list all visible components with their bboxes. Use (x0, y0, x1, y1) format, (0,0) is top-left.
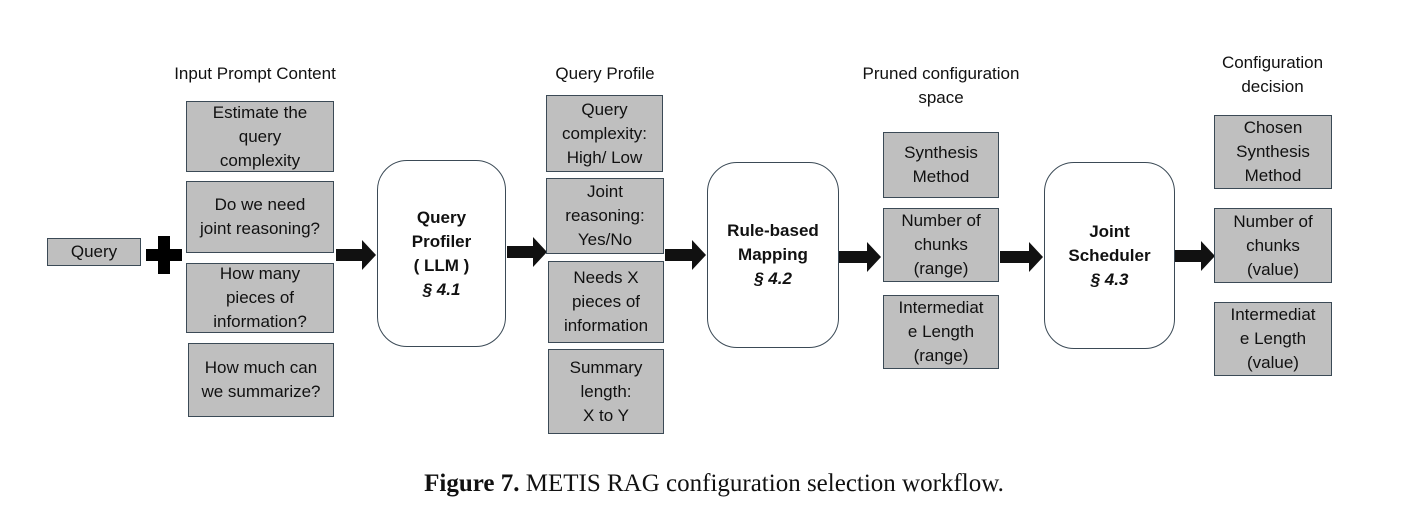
config-decision-heading: Configuration decision (1221, 53, 1324, 96)
input-prompt-item: Estimate the query complexity (186, 101, 334, 172)
query-profile-item: Needs X pieces of information (548, 261, 664, 343)
query-box: Query (47, 238, 141, 266)
arrow-right-icon (507, 237, 547, 267)
pruned-space-item: Number of chunks (range) (883, 208, 999, 282)
input-prompt-item: Do we need joint reasoning? (186, 181, 334, 253)
pruned-space-item: Synthesis Method (883, 132, 999, 198)
pruned-space-heading: Pruned configuration space (862, 64, 1020, 107)
pruned-space-item: Intermediat e Length (range) (883, 295, 999, 369)
caption-text: METIS RAG configuration selection workfl… (519, 470, 1004, 497)
section-ref: § 4.2 (754, 269, 792, 288)
stage-title: Query Profiler ( LLM ) (411, 207, 472, 275)
config-decision-item: Chosen Synthesis Method (1214, 115, 1332, 189)
arrow-right-icon (1175, 241, 1215, 271)
arrow-right-icon (665, 240, 706, 270)
query-profile-item: Summary length: X to Y (548, 349, 664, 434)
query-profile-item: Query complexity: High/ Low (546, 95, 663, 172)
query-profiler-stage: Query Profiler ( LLM ) § 4.1 (377, 160, 506, 347)
input-prompt-item: How many pieces of information? (186, 263, 334, 333)
stage-title: Joint Scheduler (1068, 221, 1151, 265)
config-decision-item: Intermediat e Length (value) (1214, 302, 1332, 376)
section-ref: § 4.3 (1090, 269, 1129, 289)
rule-based-mapping-stage: Rule-based Mapping § 4.2 (707, 162, 839, 348)
plus-icon (146, 236, 182, 274)
input-prompt-heading: Input Prompt Content (174, 64, 336, 83)
figure-caption: Figure 7. METIS RAG configuration select… (0, 470, 1428, 498)
arrow-right-icon (1000, 242, 1043, 272)
stage-title: Rule-based Mapping (727, 221, 819, 264)
figure-label: Figure 7. (424, 470, 520, 497)
arrow-right-icon (839, 242, 881, 272)
section-ref: § 4.1 (422, 279, 461, 299)
input-prompt-item: How much can we summarize? (188, 343, 334, 417)
arrow-right-icon (336, 240, 376, 270)
query-profile-heading: Query Profile (555, 64, 655, 83)
joint-scheduler-stage: Joint Scheduler § 4.3 (1044, 162, 1175, 349)
config-decision-item: Number of chunks (value) (1214, 208, 1332, 283)
query-profile-item: Joint reasoning: Yes/No (546, 178, 664, 254)
